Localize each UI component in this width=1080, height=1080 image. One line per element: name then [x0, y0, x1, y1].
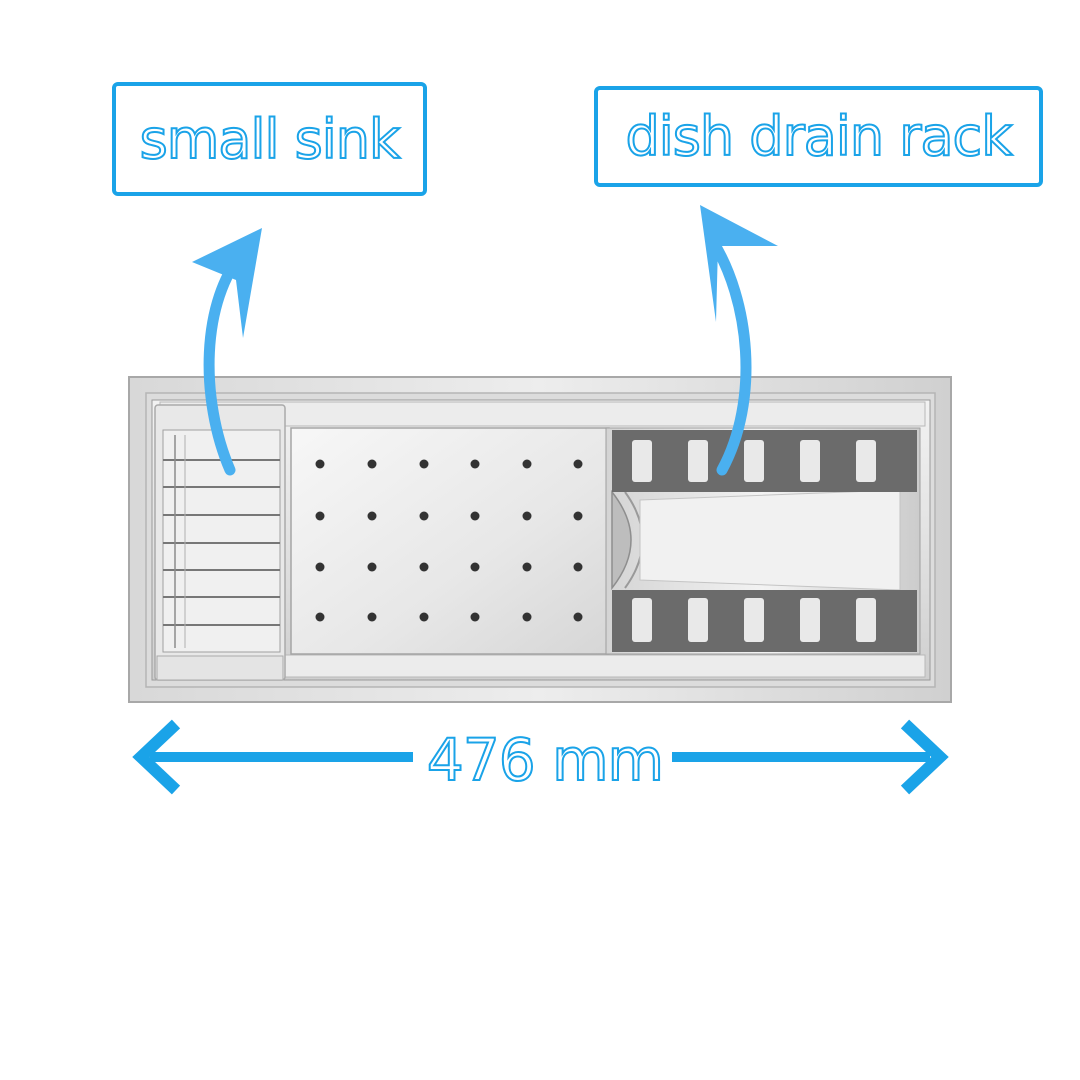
- dish-rack-label-box: dish drain rack: [594, 86, 1043, 187]
- perforated-board: [290, 427, 610, 655]
- arrow-head-right-icon: [700, 205, 778, 322]
- dimension-arrowhead-left-icon: [132, 719, 181, 795]
- arrow-head-left-icon: [192, 228, 262, 338]
- width-dimension-label: 476 mm: [426, 725, 665, 795]
- dish-rack-label: dish drain rack: [624, 104, 1013, 169]
- small-sink-label: small sink: [139, 107, 402, 172]
- dish-drain-rack: [605, 427, 921, 655]
- small-sink-label-box: small sink: [112, 82, 427, 196]
- small-sink-basket: [154, 404, 286, 681]
- arrow-to-dish-rack: [706, 234, 752, 476]
- dimension-arrowhead-right-icon: [900, 719, 949, 795]
